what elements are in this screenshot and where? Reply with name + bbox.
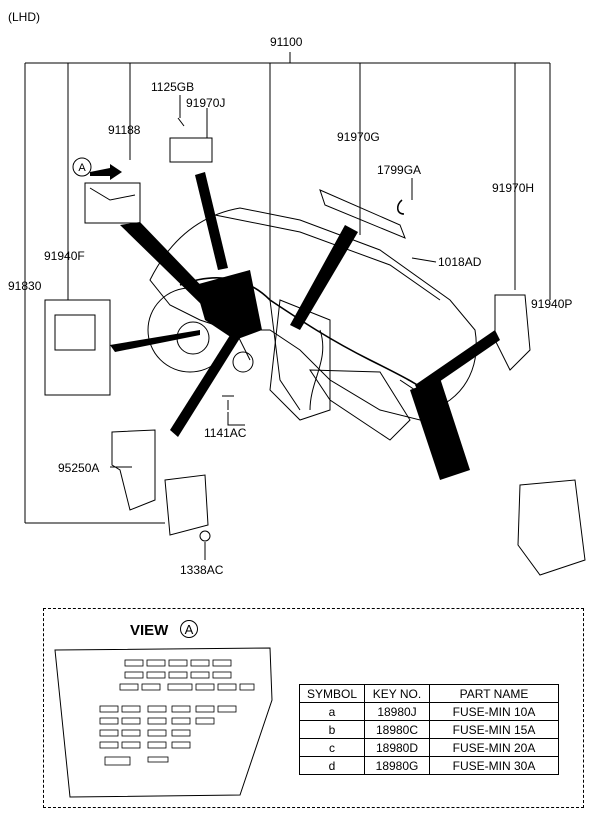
view-letter-circle: A: [180, 620, 198, 638]
arrow-A: [90, 164, 122, 180]
part-label-91188: 91188: [108, 123, 141, 137]
cell-key: 18980D: [364, 738, 430, 757]
callout-letter-A: A: [78, 162, 86, 174]
variant-label: (LHD): [8, 10, 40, 24]
part-label-91830: 91830: [8, 279, 42, 293]
view-title: VIEW: [130, 622, 169, 639]
cell-key: 18980G: [364, 756, 430, 775]
harness-dark-block-2: [410, 378, 470, 480]
cell-key: 18980C: [364, 720, 430, 739]
cell-symbol: d: [299, 756, 365, 775]
table-row: a 18980J FUSE-MIN 10A: [299, 702, 559, 721]
center-console: [269, 299, 331, 421]
harness-dark-block: [195, 270, 262, 340]
view-a-box: [43, 608, 584, 808]
part-label-91940F: 91940F: [44, 249, 85, 263]
harness-branch-4: [309, 329, 324, 411]
fuse-table-header-row: SYMBOL KEY NO. PART NAME: [299, 684, 559, 703]
right-module: [517, 479, 586, 576]
callout-wedge-91940P: [415, 330, 500, 395]
fuse-panel-outline: [54, 647, 273, 798]
bracket-91188: [84, 182, 141, 224]
dashboard-glovebox: [309, 369, 411, 441]
callout-circle-A: [72, 157, 92, 177]
part-label-91970H: 91970H: [492, 181, 535, 195]
bracket-95250A: [111, 429, 156, 511]
part-label-1018AD: 1018AD: [438, 255, 482, 269]
junction-box-91940F: [44, 299, 111, 396]
callout-wedge-91188: [120, 222, 215, 308]
fuse-table: SYMBOL KEY NO. PART NAME a 18980J FUSE-M…: [299, 684, 559, 775]
leader-91100: [24, 52, 551, 523]
cell-key: 18980J: [364, 702, 430, 721]
header-symbol: SYMBOL: [299, 684, 365, 703]
callout-wedge-91970G: [290, 225, 358, 330]
cell-symbol: a: [299, 702, 365, 721]
header-key-no: KEY NO.: [364, 684, 430, 703]
cell-name: FUSE-MIN 20A: [429, 738, 559, 757]
callout-wedge-1141AC: [170, 332, 240, 437]
clip-1799GA: [397, 199, 405, 215]
control-module: [164, 474, 209, 536]
header-part-name: PART NAME: [429, 684, 559, 703]
fuse-slots: [99, 659, 255, 766]
bolt-1018AD: [411, 257, 437, 263]
cell-name: FUSE-MIN 30A: [429, 756, 559, 775]
table-row: c 18980D FUSE-MIN 20A: [299, 738, 559, 757]
cell-symbol: b: [299, 720, 365, 739]
part-label-91970J: 91970J: [186, 96, 226, 110]
connector-91940P: [494, 294, 531, 371]
cell-symbol: c: [299, 738, 365, 757]
callout-wedge-91970J: [195, 172, 228, 270]
part-label-1338AC: 1338AC: [180, 563, 224, 577]
bracket-91970G: [319, 189, 406, 239]
bracket-91970J: [169, 137, 213, 163]
part-label-1125GB: 1125GB: [151, 80, 195, 94]
dashboard-outline: [149, 207, 477, 421]
part-label-95250A: 95250A: [58, 461, 100, 475]
table-row: d 18980G FUSE-MIN 30A: [299, 756, 559, 775]
callout-wedge-91940F: [110, 330, 200, 352]
harness-branch-1: [269, 299, 301, 411]
leader-1141AC: [227, 412, 245, 426]
part-label-91970G: 91970G: [337, 130, 380, 144]
cell-name: FUSE-MIN 15A: [429, 720, 559, 739]
part-label-91940P: 91940P: [531, 297, 573, 311]
bolt-1141AC: [222, 395, 234, 410]
part-label-1799GA: 1799GA: [377, 163, 422, 177]
table-row: b 18980C FUSE-MIN 15A: [299, 720, 559, 739]
cell-name: FUSE-MIN 10A: [429, 702, 559, 721]
screw-1125GB: [177, 117, 185, 127]
part-label-1141AC: 1141AC: [204, 426, 247, 440]
nut-1338AC: [199, 530, 211, 542]
part-label-91100: 91100: [270, 35, 303, 49]
gauge-ring: [232, 351, 254, 373]
